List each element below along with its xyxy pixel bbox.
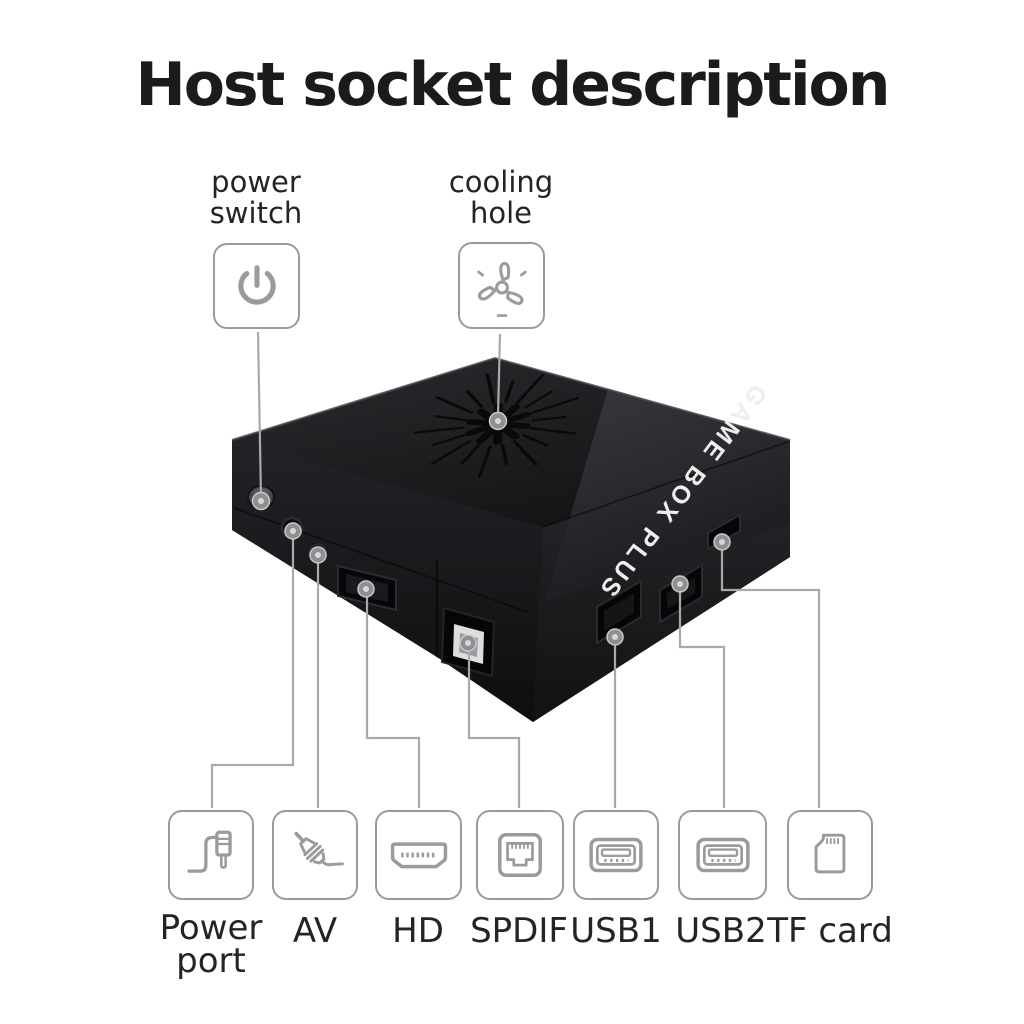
leader-line-spdif	[467, 648, 521, 808]
label-av: AV	[292, 911, 338, 951]
spdif-port	[440, 606, 496, 678]
tf-card-slot	[707, 513, 741, 551]
av-callout-box	[272, 810, 358, 900]
hd-callout-box	[375, 810, 462, 900]
spdif-callout-box	[476, 810, 564, 900]
tf-card-icon	[814, 833, 846, 874]
marker-dot-cooling-hole	[488, 411, 508, 431]
leader-line-power-switch	[256, 331, 263, 499]
av-port	[308, 543, 328, 563]
marker-dot-tf-card	[713, 533, 731, 551]
usb2-callout-box	[678, 810, 767, 900]
label-tf-card: TF card	[767, 911, 893, 951]
label-usb2: USB2	[675, 911, 767, 951]
label-hd: HD	[392, 911, 444, 951]
label-cooling-hole: cooling hole	[448, 165, 554, 230]
usb1-callout-box	[573, 810, 659, 900]
marker-dot-hd	[357, 580, 375, 598]
leader-line-usb2	[678, 590, 726, 808]
marker-dot-power-switch	[251, 491, 271, 511]
top-face	[232, 358, 790, 527]
brand-text: GAME BOX PLUS	[592, 379, 772, 605]
power-cable-icon	[187, 830, 232, 873]
fan-vent	[413, 373, 579, 478]
usb-port-icon	[589, 837, 643, 873]
hdmi-port	[337, 564, 397, 612]
leader-line-tf-card	[720, 549, 821, 808]
usb2-port	[659, 563, 703, 624]
left-face	[232, 440, 543, 722]
hdmi-icon	[390, 842, 447, 869]
marker-dot-usb2	[671, 575, 689, 593]
av-plug-icon	[294, 831, 344, 867]
marker-dot-spdif	[459, 634, 477, 652]
label-usb1: USB1	[570, 911, 662, 951]
spdif-icon	[498, 833, 542, 877]
page-title: Host socket description	[135, 50, 891, 120]
usb-port-icon	[695, 837, 750, 873]
label-power-switch: power switch	[209, 165, 303, 230]
leader-line-cooling-hole	[496, 333, 502, 417]
fan-icon	[476, 261, 527, 317]
power-port-callout-box	[168, 810, 254, 900]
power-switch-callout-box	[213, 243, 300, 329]
console-body: GAME BOX PLUS	[231, 356, 791, 722]
cooling-hole-callout-box	[458, 242, 545, 329]
marker-dot-power-port	[284, 522, 302, 540]
glossy-band	[545, 389, 790, 601]
label-spdif: SPDIF	[470, 911, 568, 951]
leader-line-hd	[365, 594, 421, 808]
power-switch-knob	[247, 485, 275, 509]
marker-dot-av	[309, 546, 327, 564]
front-right-face	[533, 440, 790, 722]
tf-card-callout-box	[787, 810, 873, 900]
usb1-port	[596, 579, 642, 645]
label-power-port: Power port	[159, 908, 263, 981]
dc-power-port	[280, 516, 304, 540]
leader-line-power-port	[210, 536, 295, 808]
marker-dot-usb1	[606, 628, 624, 646]
power-icon	[237, 265, 276, 305]
